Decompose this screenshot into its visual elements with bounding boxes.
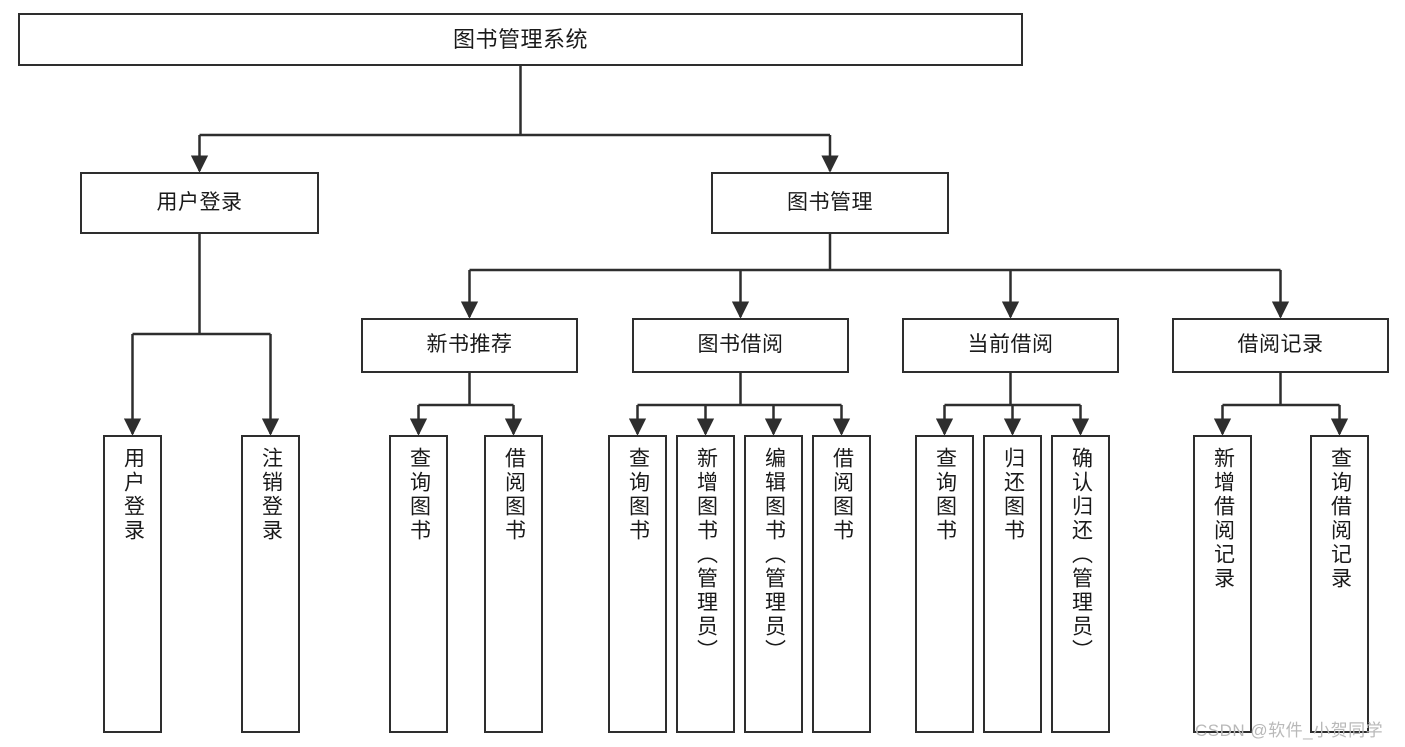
node-label-borrow-record: 借阅记录	[1237, 333, 1324, 357]
node-label-leaf-query-book-rec: 查询图书	[407, 447, 431, 543]
node-label-leaf-borrow-book: 借阅图书	[830, 447, 854, 543]
node-root[interactable]: 图书管理系统	[18, 13, 1023, 66]
node-current-borrow[interactable]: 当前借阅	[902, 318, 1119, 373]
node-leaf-borrow-book[interactable]: 借阅图书	[812, 435, 871, 733]
node-label-leaf-logout: 注销登录	[259, 447, 283, 543]
node-leaf-query-borrow-record[interactable]: 查询借阅记录	[1310, 435, 1369, 733]
node-leaf-query-book-borrow[interactable]: 查询图书	[608, 435, 667, 733]
node-user-login[interactable]: 用户登录	[80, 172, 319, 234]
node-book-manage[interactable]: 图书管理	[711, 172, 949, 234]
node-label-book-borrow: 图书借阅	[697, 333, 784, 357]
node-leaf-logout[interactable]: 注销登录	[241, 435, 300, 733]
node-label-book-manage: 图书管理	[787, 190, 873, 214]
node-leaf-user-login[interactable]: 用户登录	[103, 435, 162, 733]
node-label-new-book-recommend: 新书推荐	[426, 333, 513, 357]
node-leaf-return-book[interactable]: 归还图书	[983, 435, 1042, 733]
node-label-leaf-confirm-return-admin: 确认归还（管理员）	[1069, 447, 1093, 663]
node-label-leaf-query-borrow-record: 查询借阅记录	[1328, 447, 1352, 591]
node-leaf-add-book-admin[interactable]: 新增图书（管理员）	[676, 435, 735, 733]
node-label-current-borrow: 当前借阅	[967, 333, 1054, 357]
node-leaf-borrow-book-rec[interactable]: 借阅图书	[484, 435, 543, 733]
node-label-leaf-query-book-borrow: 查询图书	[626, 447, 650, 543]
node-label-leaf-borrow-book-rec: 借阅图书	[502, 447, 526, 543]
node-label-leaf-add-book-admin: 新增图书（管理员）	[694, 447, 718, 663]
node-label-leaf-query-book-current: 查询图书	[933, 447, 957, 543]
node-leaf-edit-book-admin[interactable]: 编辑图书（管理员）	[744, 435, 803, 733]
node-leaf-confirm-return-admin[interactable]: 确认归还（管理员）	[1051, 435, 1110, 733]
node-leaf-add-borrow-record[interactable]: 新增借阅记录	[1193, 435, 1252, 733]
node-label-leaf-add-borrow-record: 新增借阅记录	[1211, 447, 1235, 591]
node-label-leaf-edit-book-admin: 编辑图书（管理员）	[762, 447, 786, 663]
node-borrow-record[interactable]: 借阅记录	[1172, 318, 1389, 373]
node-leaf-query-book-current[interactable]: 查询图书	[915, 435, 974, 733]
node-label-root: 图书管理系统	[452, 26, 588, 52]
node-leaf-query-book-rec[interactable]: 查询图书	[389, 435, 448, 733]
node-book-borrow[interactable]: 图书借阅	[632, 318, 849, 373]
node-new-book-recommend[interactable]: 新书推荐	[361, 318, 578, 373]
node-label-leaf-return-book: 归还图书	[1001, 447, 1025, 543]
node-label-user-login: 用户登录	[156, 190, 243, 214]
node-label-leaf-user-login: 用户登录	[121, 447, 145, 543]
